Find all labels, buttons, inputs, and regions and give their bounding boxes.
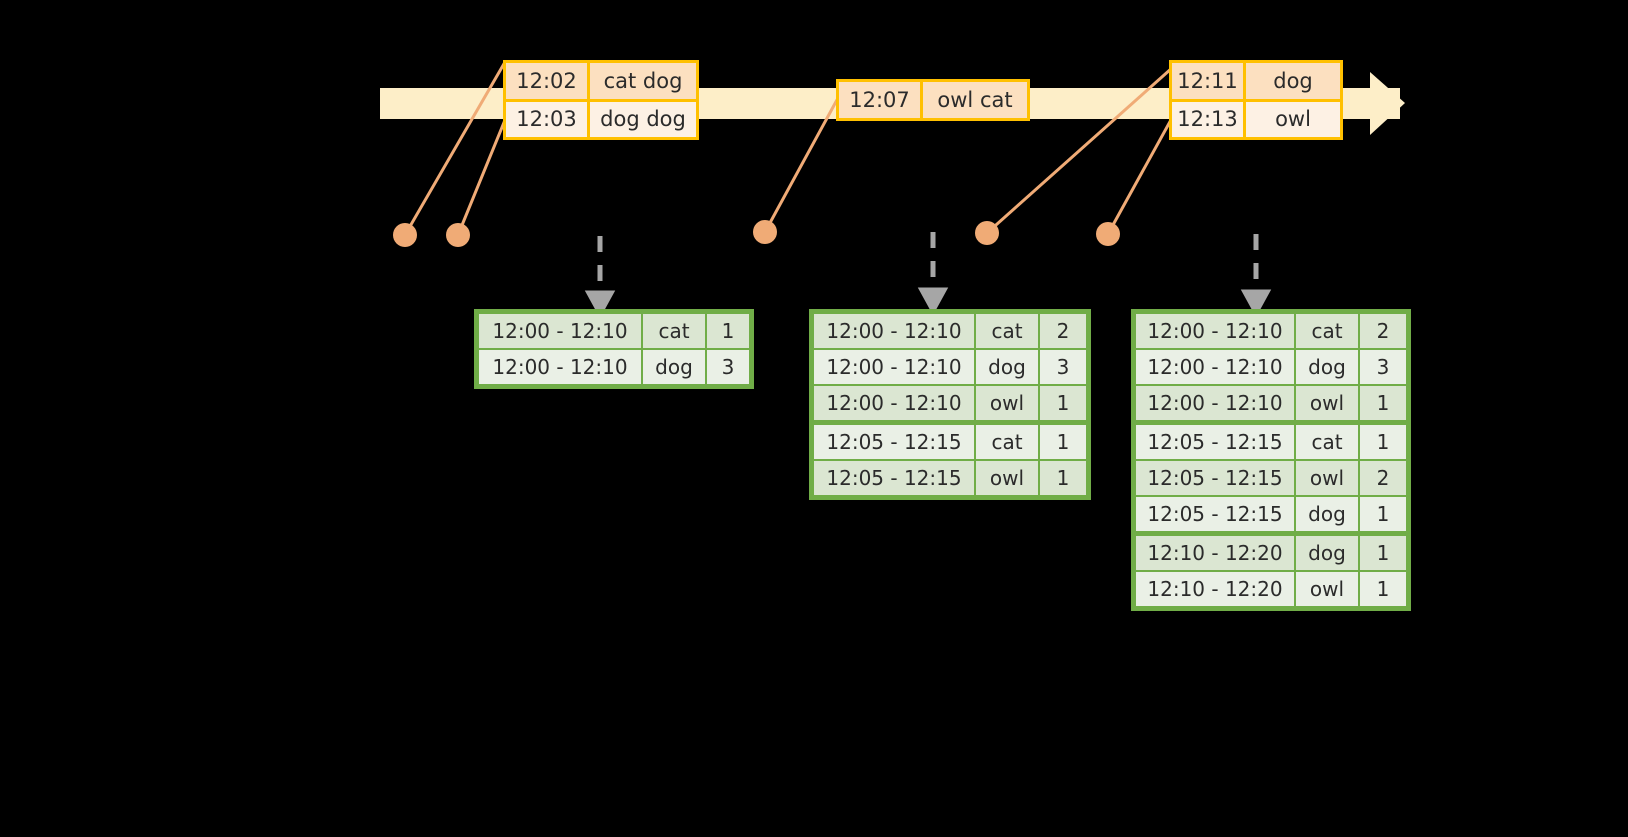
count-cell: 2 xyxy=(1360,314,1406,348)
event-box-3[interactable]: 12:11 dog 12:13 owl xyxy=(1169,60,1343,140)
window-cell: 12:05 - 12:15 xyxy=(814,461,974,495)
event-time: 12:13 xyxy=(1172,101,1246,137)
word-cell: dog xyxy=(1296,350,1358,384)
event-row: 12:13 owl xyxy=(1172,98,1340,137)
word-cell: owl xyxy=(976,386,1038,420)
event-dot-1 xyxy=(393,223,417,247)
window-cell: 12:00 - 12:10 xyxy=(814,350,974,384)
event-time: 12:02 xyxy=(506,63,590,99)
event-words: owl cat xyxy=(923,82,1027,118)
window-cell: 12:10 - 12:20 xyxy=(1136,572,1294,606)
word-cell: cat xyxy=(976,425,1038,459)
window-cell: 12:05 - 12:15 xyxy=(814,425,974,459)
count-cell: 1 xyxy=(1360,572,1406,606)
count-cell: 1 xyxy=(1360,386,1406,420)
count-cell: 3 xyxy=(707,350,749,384)
event-row: 12:11 dog xyxy=(1172,63,1340,99)
event-dot-2 xyxy=(446,223,470,247)
word-cell: dog xyxy=(1296,536,1358,570)
event-words: cat dog xyxy=(590,63,696,99)
event-words: dog dog xyxy=(590,101,696,137)
window-cell: 12:00 - 12:10 xyxy=(814,386,974,420)
count-cell: 1 xyxy=(1040,461,1086,495)
window-cell: 12:00 - 12:10 xyxy=(1136,386,1294,420)
word-cell: dog xyxy=(643,350,705,384)
count-cell: 1 xyxy=(1040,425,1086,459)
event-dots xyxy=(393,220,1120,247)
event-words: owl xyxy=(1246,101,1340,137)
event-words: dog xyxy=(1246,63,1340,99)
word-cell: cat xyxy=(976,314,1038,348)
word-cell: owl xyxy=(1296,461,1358,495)
window-cell: 12:05 - 12:15 xyxy=(1136,461,1294,495)
event-row: 12:07 owl cat xyxy=(839,82,1027,118)
count-cell: 3 xyxy=(1360,350,1406,384)
window-cell: 12:00 - 12:10 xyxy=(1136,350,1294,384)
count-cell: 1 xyxy=(1360,536,1406,570)
count-cell: 2 xyxy=(1360,461,1406,495)
event-time: 12:11 xyxy=(1172,63,1246,99)
event-dot-4 xyxy=(975,221,999,245)
count-cell: 2 xyxy=(1040,314,1086,348)
count-cell: 1 xyxy=(1360,425,1406,459)
word-cell: owl xyxy=(1296,572,1358,606)
word-cell: owl xyxy=(1296,386,1358,420)
emit-arrows xyxy=(584,232,1272,319)
count-cell: 1 xyxy=(1040,386,1086,420)
window-cell: 12:05 - 12:15 xyxy=(1136,497,1294,531)
word-cell: cat xyxy=(1296,425,1358,459)
count-cell: 3 xyxy=(1040,350,1086,384)
event-row: 12:02 cat dog xyxy=(506,63,696,99)
window-cell: 12:00 - 12:10 xyxy=(479,314,641,348)
count-cell: 1 xyxy=(1360,497,1406,531)
word-cell: cat xyxy=(643,314,705,348)
window-cell: 12:05 - 12:15 xyxy=(1136,425,1294,459)
count-cell: 1 xyxy=(707,314,749,348)
word-cell: owl xyxy=(976,461,1038,495)
word-cell: dog xyxy=(1296,497,1358,531)
window-cell: 12:00 - 12:10 xyxy=(479,350,641,384)
event-box-1[interactable]: 12:02 cat dog 12:03 dog dog xyxy=(503,60,699,140)
word-cell: cat xyxy=(1296,314,1358,348)
window-cell: 12:00 - 12:10 xyxy=(1136,314,1294,348)
window-cell: 12:10 - 12:20 xyxy=(1136,536,1294,570)
event-row: 12:03 dog dog xyxy=(506,98,696,137)
event-time: 12:03 xyxy=(506,101,590,137)
event-dot-5 xyxy=(1096,222,1120,246)
event-box-2[interactable]: 12:07 owl cat xyxy=(836,79,1030,121)
event-time: 12:07 xyxy=(839,82,923,118)
word-cell: dog xyxy=(976,350,1038,384)
window-cell: 12:00 - 12:10 xyxy=(814,314,974,348)
event-dot-3 xyxy=(753,220,777,244)
